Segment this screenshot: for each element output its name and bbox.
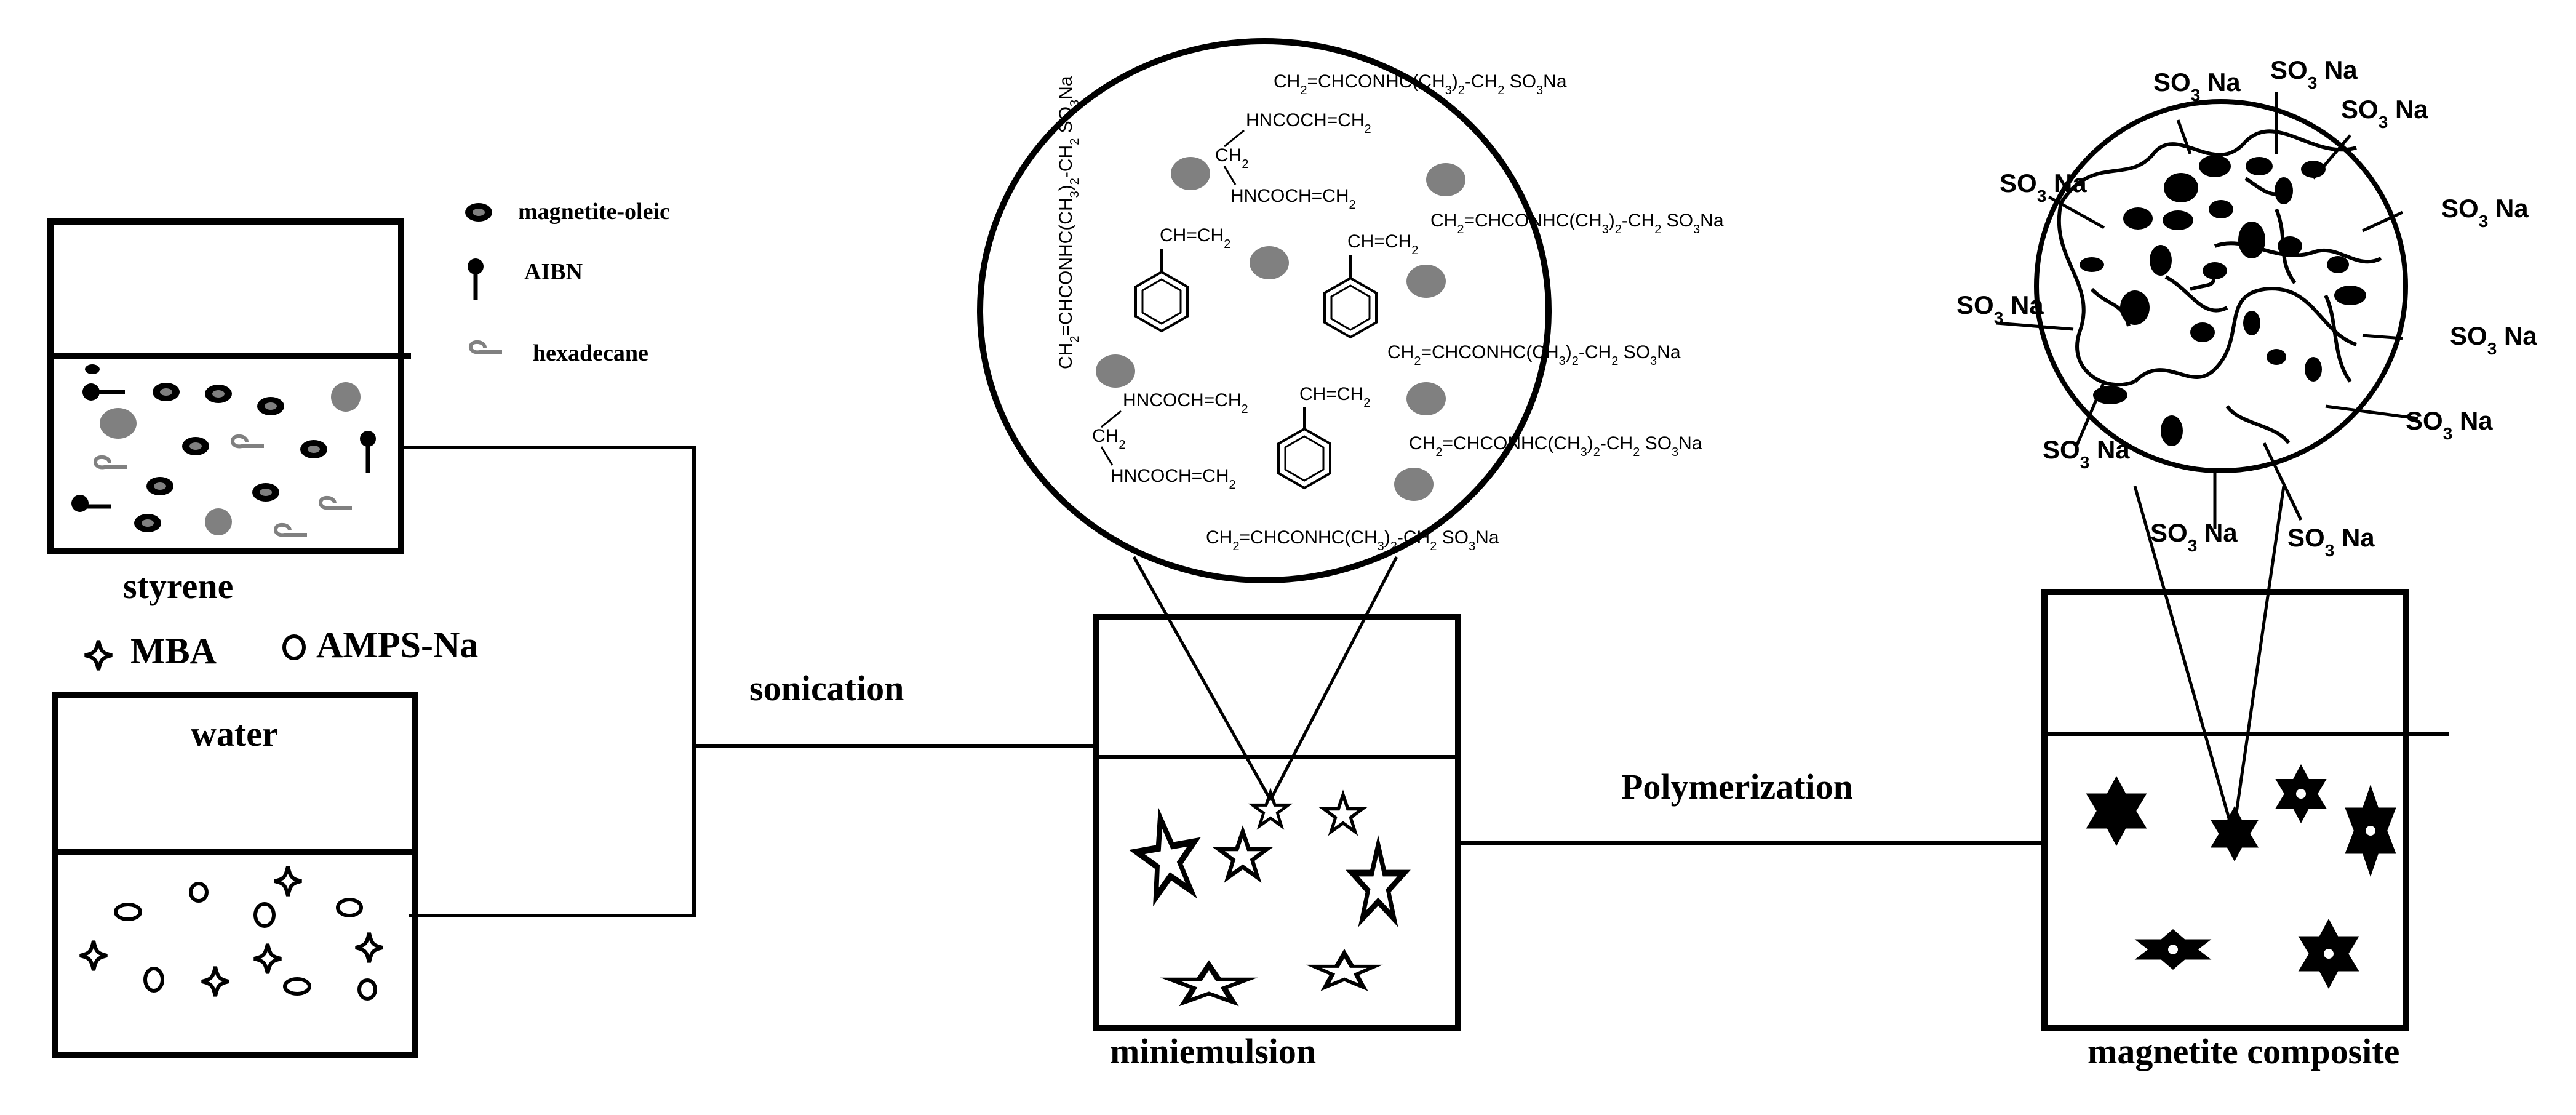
miniemulsion-vessel: miniemulsion bbox=[1093, 614, 1461, 1071]
svg-text:CH2: CH2 bbox=[1215, 145, 1248, 171]
magnetite-composite-vessel: magnetite composite bbox=[2041, 589, 2449, 1071]
legend: magnetite-oleic AIBN hexadecane MBA AMPS… bbox=[85, 199, 670, 671]
sulfonate-groups: SO3 Na SO3 Na SO3 Na SO3 Na SO3 Na SO3 N… bbox=[1956, 55, 2537, 560]
legend-hexadecane-label: hexadecane bbox=[533, 340, 648, 366]
water-vessel: water bbox=[52, 692, 418, 1058]
amps-formula: CH2=CHCONHC(CH3)2-CH2 SO3Na bbox=[1430, 210, 1724, 236]
styrene-formula: CH=CH2 bbox=[1160, 225, 1230, 251]
styrene-vessel: styrene bbox=[47, 218, 411, 606]
so3na-label: SO3 Na bbox=[2406, 406, 2493, 443]
composite-particle bbox=[2086, 776, 2147, 846]
so3na-label: SO3 Na bbox=[2000, 169, 2087, 206]
droplet-zoom-circle: CH=CH2 CH=CH2 CH=CH2 HNCOCH=CH2 CH2 HNCO… bbox=[977, 38, 1724, 583]
droplet-star bbox=[1216, 829, 1269, 879]
legend-aibn-label: AIBN bbox=[524, 259, 583, 285]
so3na-label: SO3 Na bbox=[2150, 518, 2238, 555]
so3na-label: SO3 Na bbox=[2450, 321, 2537, 358]
svg-text:HNCOCH=CH2: HNCOCH=CH2 bbox=[1230, 186, 1356, 212]
svg-text:CH2: CH2 bbox=[1092, 426, 1125, 452]
styrene-formula: CH=CH2 bbox=[1347, 231, 1418, 257]
svg-text:HNCOCH=CH2: HNCOCH=CH2 bbox=[1111, 466, 1236, 492]
legend-amps-na-label: AMPS-Na bbox=[316, 625, 478, 665]
styrene-label: styrene bbox=[123, 566, 233, 606]
svg-text:HNCOCH=CH2: HNCOCH=CH2 bbox=[1123, 390, 1248, 416]
composite-zoom-circle: SO3 Na SO3 Na SO3 Na SO3 Na SO3 Na SO3 N… bbox=[1956, 55, 2537, 560]
styrene-phase-contents bbox=[71, 364, 376, 535]
water-label: water bbox=[191, 714, 278, 754]
amps-formula: CH2=CHCONHC(CH3)2-CH2 SO3Na bbox=[1387, 342, 1681, 368]
droplet-star bbox=[1311, 952, 1378, 988]
embedded-magnetite-particles bbox=[2080, 155, 2366, 446]
miniemulsion-label: miniemulsion bbox=[1110, 1031, 1316, 1071]
amps-na-legend-icon bbox=[282, 634, 306, 660]
so3na-label: SO3 Na bbox=[2043, 435, 2130, 472]
droplet-star bbox=[1167, 964, 1251, 1004]
mba-legend-icon bbox=[85, 641, 112, 670]
sonication-label: sonication bbox=[749, 668, 904, 708]
water-phase-contents bbox=[80, 866, 383, 1001]
svg-text:HNCOCH=CH2: HNCOCH=CH2 bbox=[1246, 110, 1371, 136]
mba-formula-bottom: HNCOCH=CH2 CH2 HNCOCH=CH2 bbox=[1092, 390, 1248, 492]
legend-mba-label: MBA bbox=[130, 631, 217, 671]
polymerization-label: Polymerization bbox=[1621, 767, 1853, 807]
magnetite-composite-label: magnetite composite bbox=[2088, 1031, 2399, 1071]
aibn-legend-icon bbox=[468, 258, 484, 300]
so3na-label: SO3 Na bbox=[2441, 194, 2529, 231]
droplet-star bbox=[1250, 789, 1291, 829]
amps-formula: CH2=CHCONHC(CH3)2-CH2 SO3Na bbox=[1206, 527, 1499, 553]
so3na-label: SO3 Na bbox=[2270, 55, 2358, 92]
amps-formula: CH2=CHCONHC(CH3)2-CH2 SO3Na bbox=[1409, 433, 1702, 459]
so3na-label: SO3 Na bbox=[2153, 68, 2241, 105]
magnetite-oleic-legend-icon bbox=[465, 203, 492, 222]
process-connectors bbox=[401, 446, 2044, 917]
droplet-zoom-lines bbox=[1132, 556, 1398, 801]
droplet-star bbox=[1350, 842, 1406, 922]
so3na-label: SO3 Na bbox=[2287, 523, 2375, 560]
composite-zoom-lines bbox=[2133, 486, 2286, 834]
styrene-formula: CH=CH2 bbox=[1299, 384, 1370, 410]
so3na-label: SO3 Na bbox=[2341, 95, 2428, 132]
legend-magnetite-oleic-label: magnetite-oleic bbox=[518, 199, 670, 225]
so3na-label: SO3 Na bbox=[1956, 290, 2044, 327]
hexadecane-legend-icon bbox=[471, 342, 502, 353]
mba-formula-top: HNCOCH=CH2 CH2 HNCOCH=CH2 bbox=[1215, 110, 1371, 212]
amps-formulas: CH2=CHCONHC(CH3)2-CH2 SO3Na CH2=CHCONHC(… bbox=[1056, 71, 1724, 553]
droplet-star bbox=[1128, 809, 1205, 902]
droplet-star bbox=[1321, 792, 1365, 834]
amps-formula: CH2=CHCONHC(CH3)2-CH2 SO3Na bbox=[1274, 71, 1567, 97]
amps-formula-vertical: CH2=CHCONHC(CH3)2-CH2 SO3Na bbox=[1056, 76, 1082, 369]
